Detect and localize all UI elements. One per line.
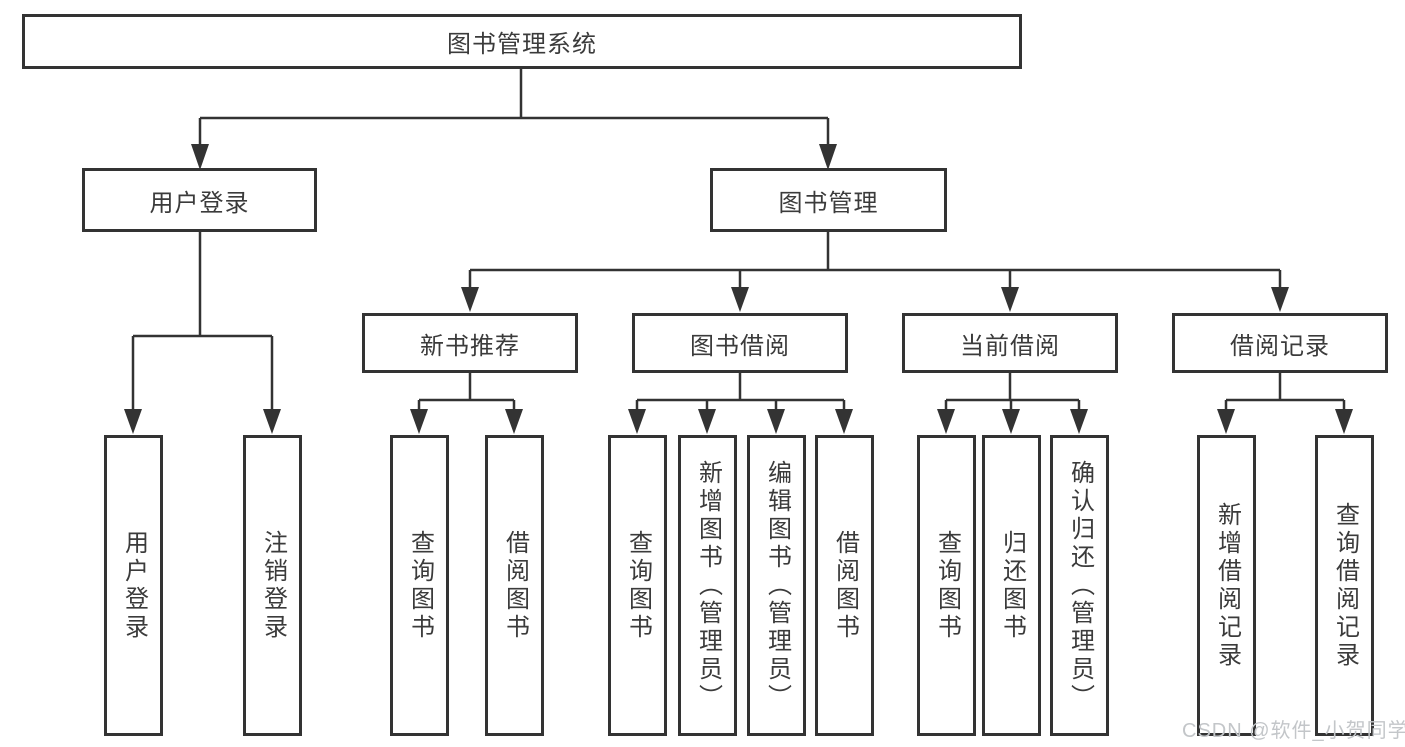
arrow-icon (1271, 287, 1289, 312)
node-label: 新增借阅记录 (1213, 501, 1241, 670)
node-book-borrow: 图书借阅 (632, 313, 848, 373)
arrow-icon (191, 144, 209, 170)
node-label: 图书管理 (778, 189, 879, 217)
edge-root-to-level2 (198, 68, 830, 146)
node-label: 图书借阅 (690, 332, 790, 360)
node-user-login: 用户登录 (82, 168, 317, 232)
node-borrow-records: 借阅记录 (1172, 313, 1388, 373)
leaf-query-books-current: 查询图书 (917, 435, 976, 736)
arrow-icon (1217, 409, 1235, 434)
node-label: 查询借阅记录 (1331, 501, 1359, 670)
arrow-icon (698, 409, 716, 434)
node-label: 借阅记录 (1230, 332, 1330, 360)
node-label: 新增图书（管理员） (694, 459, 722, 712)
arrow-icon (1335, 409, 1353, 434)
leaf-edit-books-admin: 编辑图书（管理员） (747, 435, 806, 736)
node-label: 归还图书 (998, 529, 1026, 642)
csdn-watermark: CSDN @软件_小贺同学 (1182, 720, 1405, 742)
arrow-icon (410, 409, 428, 434)
tree-edges (131, 68, 1346, 411)
node-label: 查询图书 (933, 529, 961, 642)
arrow-icon (505, 409, 523, 434)
node-label: 注销登录 (259, 529, 287, 642)
leaf-add-books-admin: 新增图书（管理员） (678, 435, 737, 736)
leaf-user-login: 用户登录 (104, 435, 163, 736)
node-label: 借阅图书 (501, 529, 529, 642)
arrow-icon (767, 409, 785, 434)
leaf-confirm-return-admin: 确认归还（管理员） (1050, 435, 1109, 736)
node-label: 确认归还（管理员） (1066, 459, 1094, 712)
edge-newbook-to-leaves (417, 373, 516, 411)
arrow-icon (835, 409, 853, 434)
arrow-icon (263, 409, 281, 434)
leaf-borrow-books-recommend: 借阅图书 (485, 435, 544, 736)
leaf-borrow-books: 借阅图书 (815, 435, 874, 736)
node-label: 借阅图书 (831, 529, 859, 642)
node-library-system: 图书管理系统 (22, 14, 1022, 69)
node-current-borrow: 当前借阅 (902, 313, 1118, 373)
arrow-icon (461, 287, 479, 312)
arrow-icon (628, 409, 646, 434)
edge-currentborrow-to-leaves (944, 373, 1081, 411)
arrowheads (124, 144, 1353, 434)
leaf-query-books-recommend: 查询图书 (390, 435, 449, 736)
arrow-icon (1002, 409, 1020, 434)
node-label: 当前借阅 (960, 332, 1060, 360)
arrow-icon (819, 144, 837, 170)
leaf-query-borrow-record: 查询借阅记录 (1315, 435, 1374, 736)
arrow-icon (1001, 287, 1019, 312)
leaf-add-borrow-record: 新增借阅记录 (1197, 435, 1256, 736)
node-label: 新书推荐 (420, 332, 520, 360)
node-label: 编辑图书（管理员） (763, 459, 791, 712)
node-label: 查询图书 (406, 529, 434, 642)
node-label: 图书管理系统 (447, 31, 597, 58)
leaf-logout: 注销登录 (243, 435, 302, 736)
edge-bookborrow-to-leaves (635, 373, 846, 411)
arrow-icon (124, 409, 142, 434)
edge-userlogin-to-leaves (131, 232, 274, 411)
node-label: 用户登录 (120, 529, 148, 642)
node-label: 查询图书 (624, 529, 652, 642)
leaf-query-books-borrow: 查询图书 (608, 435, 667, 736)
node-new-book-recommend: 新书推荐 (362, 313, 578, 373)
arrow-icon (731, 287, 749, 312)
edge-borrowrecord-to-leaves (1224, 373, 1346, 411)
arrow-icon (1070, 409, 1088, 434)
node-book-management: 图书管理 (710, 168, 947, 232)
arrow-icon (937, 409, 955, 434)
edge-bookmgmt-to-level3 (468, 232, 1282, 289)
leaf-return-books: 归还图书 (982, 435, 1041, 736)
node-label: 用户登录 (149, 189, 250, 217)
